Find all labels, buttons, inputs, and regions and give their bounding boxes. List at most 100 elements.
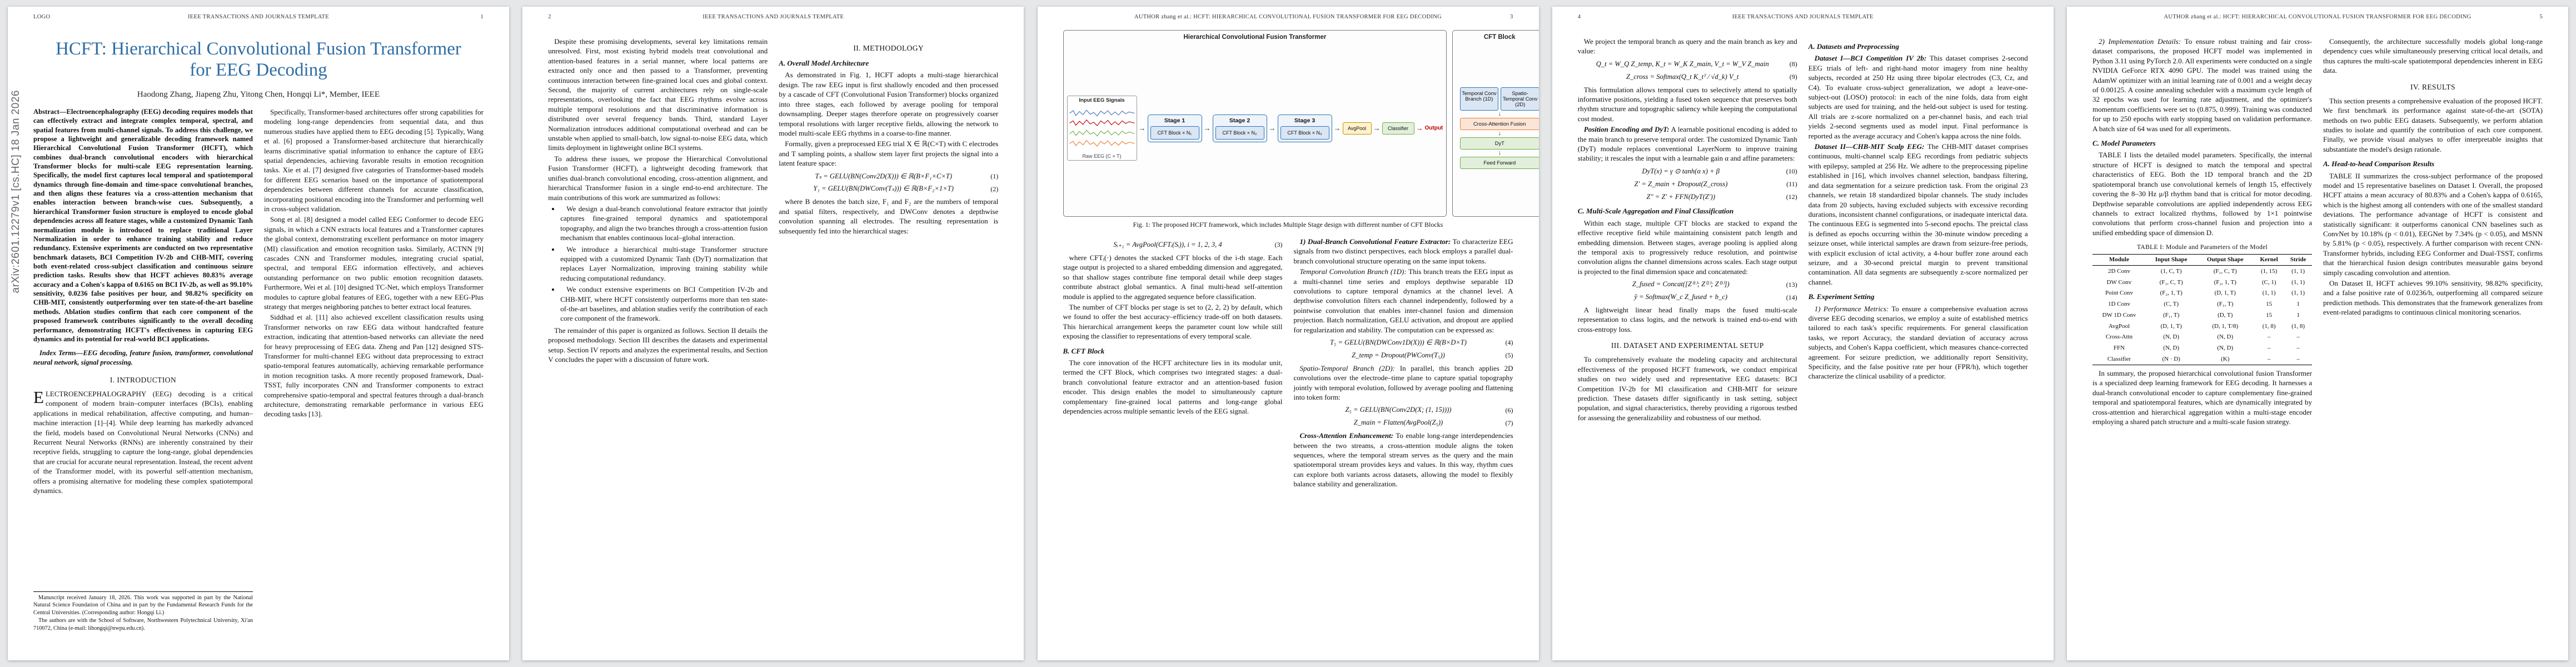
paragraph: This formulation allows temporal cues to… [1577, 85, 1797, 123]
table-cell: (C, 1) [2261, 278, 2276, 286]
table-cell: 15 [2266, 301, 2273, 308]
table-cell: (1, 1) [2291, 290, 2305, 297]
figure-1: Hierarchical Convolutional Fusion Transf… [1063, 30, 1539, 229]
subsection-experiment-setting: B. Experiment Setting [1808, 292, 1875, 301]
figure-spatial-branch: Spatio-Temporal Conv (2D) [1501, 87, 1539, 111]
table-cell: (1, 1) [2262, 290, 2276, 297]
equation-body: Z_cross = Softmax(Q_t K_tᵀ ⁄ √d_k) V_t [1626, 72, 1739, 81]
page-5: AUTHOR zhang et al.: HCFT: HIERARCHICAL … [2067, 7, 2568, 660]
page-number: 3 [1509, 14, 1513, 20]
figure-ffn: Feed Forward [1459, 157, 1539, 169]
paragraph: Position Encoding and DyT: A learnable p… [1577, 125, 1797, 163]
running-header: AUTHOR zhang et al.: HCFT: HIERARCHICAL … [1063, 14, 1513, 22]
figure-temporal-branch: Temporal Conv Branch (1D) [1459, 87, 1499, 111]
equation-number: (11) [1786, 180, 1797, 188]
page-number: 5 [2539, 14, 2543, 20]
page-4: IEEE TRANSACTIONS AND JOURNALS TEMPLATE … [1552, 7, 2054, 660]
paper-title: HCFT: Hierarchical Convolutional Fusion … [56, 39, 461, 80]
equation-body: Sᵢ₊₁ = AvgPool(CFTᵢ(Sᵢ)), i = 1, 2, 3, 4 [1113, 241, 1222, 248]
equation-body: Z″ = Z′ + FFN(DyT(Z′)) [1646, 192, 1716, 201]
equation: Q_t = W_Q Z_temp, K_t = W_K Z_main, V_t … [1578, 59, 1797, 69]
paragraph: 1) Dual-Branch Convolutional Feature Ext… [1293, 237, 1513, 265]
contribution-item: We conduct extensive experiments on BCI … [560, 285, 768, 323]
equation-body: Z_temp = Dropout(PWConv(T₅)) [1352, 351, 1445, 359]
column-left: Despite these promising developments, se… [548, 37, 768, 365]
paragraph: Siddhad et al. [11] also achieved excell… [264, 313, 484, 419]
table-cell: AvgPool [2108, 322, 2130, 330]
equation: Z_fused = Concat([Z⁽¹⁾; Z⁽²⁾; Z⁽³⁾])(13) [1578, 280, 1797, 289]
paragraph: In summary, the proposed hierarchical co… [2092, 369, 2312, 426]
equation-number: (5) [1505, 351, 1513, 360]
equation-number: (14) [1786, 293, 1797, 301]
equation: Y₁ = GELU(BN(DWConv(Tₛ))) ∈ ℝ(B×F₂×1×T)(… [779, 184, 999, 193]
table-cell: Point Conv [2105, 290, 2133, 297]
paragraph: To address these issues, we propose the … [548, 154, 768, 202]
table-cell: 1 [2296, 301, 2300, 308]
equation: Tₛ = GELU(BN(Conv2D(X))) ∈ ℝ(B×F₁×C×T)(1… [779, 172, 998, 181]
equation-number: (3) [1274, 241, 1283, 249]
running-header: IEEE TRANSACTIONS AND JOURNALS TEMPLATE … [33, 14, 484, 22]
figure-cross-attention: Cross-Attention Fusion [1459, 118, 1539, 130]
equation-group: DyT(x) = γ ⊙ tanh(α x) + β (10) Z′ = Z_mai… [1578, 167, 1797, 202]
page-1: IEEE TRANSACTIONS AND JOURNALS TEMPLATE … [8, 7, 509, 660]
contribution-list: We design a dual-branch convolutional fe… [548, 204, 768, 323]
column-right: A. Datasets and Preprocessing Dataset I—… [1808, 37, 2028, 424]
paragraph: 2) Implementation Details: To ensure rob… [2092, 37, 2312, 133]
running-header: IEEE TRANSACTIONS AND JOURNALS TEMPLATE … [548, 14, 998, 22]
title-block: HCFT: Hierarchical Convolutional Fusion … [50, 39, 467, 99]
equation-body: Q_t = W_Q Z_temp, K_t = W_K Z_main, V_t … [1596, 59, 1769, 68]
paragraph: TABLE II summarizes the cross-subject pe… [2323, 171, 2543, 277]
table-cell: (F₂, 1, T) [2214, 278, 2236, 286]
abstract-label: Abstract— [33, 107, 67, 116]
header-center: AUTHOR zhang et al.: HCFT: HIERARCHICAL … [1134, 14, 1442, 20]
table-cell: (D, 1, T) [2214, 290, 2236, 297]
table-1-caption: TABLE I: Module and Parameters of the Mo… [2136, 243, 2268, 251]
contribution-item: We introduce a hierarchical multi-stage … [560, 245, 768, 283]
figure-cft-block-3: CFT Block × N₃ [1280, 126, 1329, 140]
table-cell: DW Conv [2106, 278, 2132, 286]
figure-dyt: DyT [1459, 137, 1539, 150]
equation-number: (1) [990, 172, 999, 180]
header-center: IEEE TRANSACTIONS AND JOURNALS TEMPLATE [702, 14, 844, 20]
paragraph: The remainder of this paper is organized… [548, 326, 768, 364]
eeg-waveform [1069, 109, 1135, 147]
table-cell: (1, 1) [2291, 267, 2305, 275]
equation-body: Z′ = Z_main + Dropout(Z_cross) [1634, 180, 1728, 188]
equation: Z₅ = GELU(BN(Conv2D(X; (1, 15))))(6) [1294, 405, 1513, 415]
paragraph: where CFTᵢ(·) denotes the stacked CFT bl… [1063, 253, 1283, 301]
table-cell: (D, T) [2218, 311, 2233, 318]
equation-body: DyT(x) = γ ⊙ tanh(α x) + β [1642, 167, 1720, 175]
table-cell: (N, D) [2163, 334, 2179, 341]
paragraph: Spatio-Temporal Branch (2D): In parallel… [1293, 364, 1513, 402]
paragraph: Dataset I—BCI Competition IV 2b: This da… [1808, 54, 2028, 140]
table-cell: – [2296, 355, 2300, 362]
page-number: 1 [480, 14, 484, 20]
equation-body: ŷ = Softmax(W_c Z_fused + b_c) [1634, 293, 1728, 301]
figure-input-sub: Raw EEG (C × T) [1082, 153, 1122, 159]
page-number: 2 [548, 14, 551, 20]
table-cell: (D, 1, T/8) [2212, 322, 2239, 330]
equation: DyT(x) = γ ⊙ tanh(α x) + β (10) [1578, 167, 1797, 176]
table-row: Classifier(N · D)(K)–– [2092, 354, 2312, 365]
table-cell: 1 [2296, 311, 2300, 318]
equation-number: (10) [1786, 167, 1797, 176]
equation-group: Sᵢ₊₁ = AvgPool(CFTᵢ(Sᵢ)), i = 1, 2, 3, 4… [1063, 240, 1283, 250]
equation: Z_temp = Dropout(PWConv(T₅)) (5) [1294, 351, 1513, 360]
equation-group: Z_fused = Concat([Z⁽¹⁾; Z⁽²⁾; Z⁽³⁾])(13)… [1578, 280, 1797, 302]
table-cell: (F₁, T) [2217, 301, 2234, 308]
table-cell: – [2296, 334, 2300, 341]
arrow-right-icon: → [1268, 123, 1276, 132]
equation: Z_main = Flatten(AvgPool(Z₅))(7) [1294, 418, 1513, 427]
table-cell: (K) [2221, 355, 2230, 362]
page-2: IEEE TRANSACTIONS AND JOURNALS TEMPLATE … [522, 7, 1024, 660]
paragraph: The core innovation of the HCFT architec… [1063, 358, 1283, 415]
subsection-cft-block: B. CFT Block [1063, 346, 1105, 355]
table-cell: Classifier [2107, 355, 2131, 362]
table-row: FFN(N, D)(N, D)–– [2092, 343, 2312, 354]
header-logo: LOGO [33, 14, 51, 20]
equation-number: (2) [990, 185, 999, 193]
figure-avgpool: AvgPool [1342, 122, 1372, 135]
equation-body: T₅ = GELU(BN(DWConv1D(X))) ∈ ℝ(B×D×T) [1330, 339, 1467, 347]
